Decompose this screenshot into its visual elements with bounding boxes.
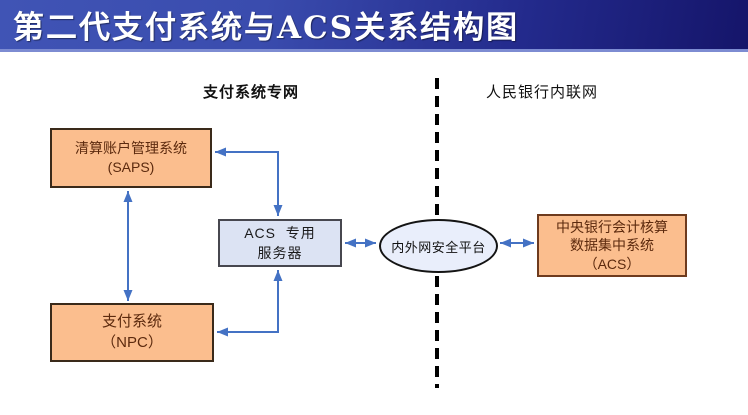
zone-label-payment-private-network: 支付系统专网 [203, 84, 300, 101]
node-saps-line2: (SAPS) [107, 159, 155, 175]
node-saps: 清算账户管理系统 (SAPS) [50, 128, 212, 188]
node-acs-central-line2: 数据集中系统 [570, 237, 654, 254]
node-security-platform-label: 内外网安全平台 [391, 239, 486, 255]
node-security-platform: 内外网安全平台 [379, 219, 498, 273]
page-title: 第二代支付系统与ACS关系结构图 [13, 10, 520, 46]
node-npc: 支付系统 （NPC） [50, 303, 214, 362]
node-acs-central: 中央银行会计核算 数据集中系统 （ACS） [537, 214, 687, 277]
title-bar: 第二代支付系统与ACS关系结构图 [0, 0, 748, 52]
connector-npc-acs-server [217, 270, 283, 337]
node-npc-line1: 支付系统 [101, 313, 162, 331]
node-acs-server-line2: 服务器 [257, 245, 303, 261]
node-acs-central-line1: 中央银行会计核算 [556, 219, 668, 236]
diagram-canvas: 支付系统专网 人民银行内联网 清算账户管理系统 (SAPS) 支付系统 （NPC… [0, 52, 748, 415]
node-npc-line2: （NPC） [101, 333, 163, 351]
node-acs-server-line1: ACS 专用 [244, 224, 316, 241]
node-acs-server: ACS 专用 服务器 [218, 219, 342, 267]
node-saps-line1: 清算账户管理系统 [75, 140, 187, 157]
zone-label-pboc-intranet: 人民银行内联网 [486, 84, 599, 101]
node-acs-central-line3: （ACS） [583, 255, 641, 272]
connector-saps-acs-server [215, 147, 283, 216]
